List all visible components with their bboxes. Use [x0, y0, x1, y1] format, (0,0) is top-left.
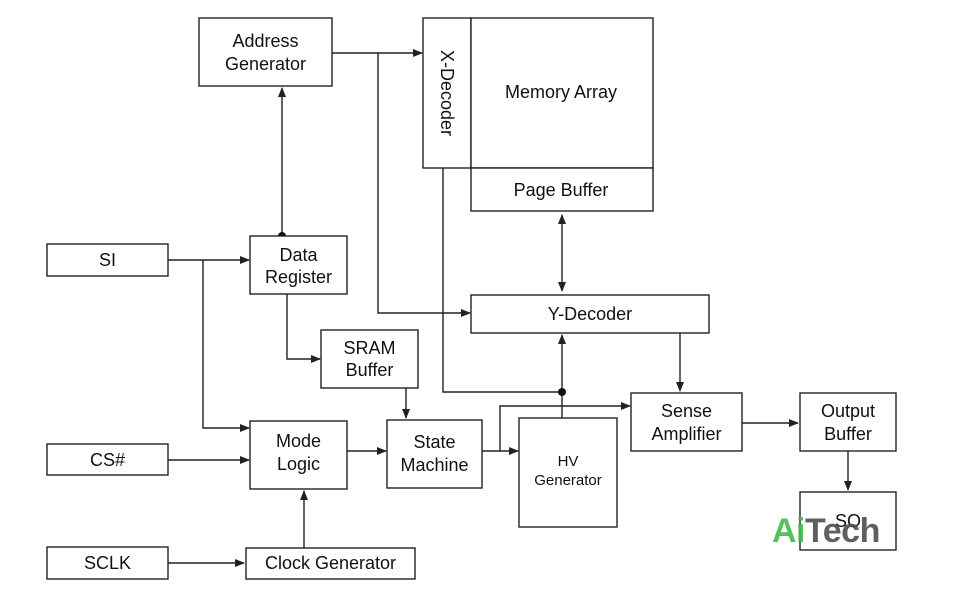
- x-decoder-block: X-Decoder: [422, 17, 472, 169]
- sense-amplifier-label-line1: Sense: [661, 401, 712, 421]
- state-machine-block: State Machine: [386, 419, 483, 489]
- sram-buffer-label-line1: SRAM: [343, 338, 395, 358]
- page-buffer-label: Page Buffer: [514, 180, 609, 200]
- wire-statemachine-senseamp: [499, 402, 631, 451]
- x-decoder-label: X-Decoder: [437, 50, 457, 136]
- clock-generator-label: Clock Generator: [265, 553, 396, 573]
- sense-amplifier-block: Sense Amplifier: [630, 392, 743, 452]
- mode-logic-block: Mode Logic: [249, 420, 348, 490]
- address-generator-label-line1: Address: [232, 31, 298, 51]
- si-block: SI: [46, 243, 169, 277]
- so-block: SO: [799, 491, 897, 551]
- hv-generator-label-line1: HV: [558, 453, 579, 470]
- data-register-block: Data Register: [249, 235, 348, 295]
- state-machine-label-line1: State: [413, 432, 455, 452]
- memory-array-label: Memory Array: [505, 82, 617, 102]
- y-decoder-block: Y-Decoder: [470, 294, 710, 334]
- wire-datareg-sram: [286, 294, 321, 363]
- sram-buffer-block: SRAM Buffer: [320, 329, 419, 389]
- wire-addr-ydecoder: [377, 53, 471, 317]
- data-register-label-line1: Data: [279, 245, 318, 265]
- so-label: SO: [835, 511, 861, 531]
- page-buffer-block: Page Buffer: [470, 167, 654, 212]
- sclk-label: SCLK: [84, 553, 131, 573]
- sense-amplifier-label-line2: Amplifier: [651, 424, 721, 444]
- connections: [168, 49, 852, 567]
- cs-label: CS#: [90, 450, 125, 470]
- y-decoder-label: Y-Decoder: [548, 304, 632, 324]
- address-generator-label-line2: Generator: [225, 54, 306, 74]
- state-machine-label-line2: Machine: [400, 455, 468, 475]
- watermark-part1: Ai: [772, 512, 806, 550]
- watermark-part2: Tech: [805, 512, 880, 550]
- cs-block: CS#: [46, 443, 169, 476]
- clock-generator-block: Clock Generator: [245, 547, 416, 580]
- sclk-block: SCLK: [46, 546, 169, 580]
- si-label: SI: [99, 250, 116, 270]
- address-generator-block: Address Generator: [198, 17, 333, 87]
- output-buffer-label-line2: Buffer: [824, 424, 872, 444]
- mode-logic-label-line2: Logic: [277, 454, 320, 474]
- sram-buffer-label-line2: Buffer: [346, 360, 394, 380]
- hv-generator-label-line2: Generator: [534, 472, 602, 489]
- wire-si-modelogic: [202, 260, 250, 432]
- wire-xdecoder-junction: [442, 168, 562, 393]
- data-register-label-line2: Register: [265, 267, 332, 287]
- output-buffer-block: Output Buffer: [799, 392, 897, 452]
- aitech-watermark-logo: AiTech: [772, 512, 880, 551]
- mode-logic-label-line1: Mode: [276, 431, 321, 451]
- junction-dot: [558, 388, 566, 396]
- hv-generator-block: HV Generator: [518, 417, 618, 528]
- output-buffer-label-line1: Output: [821, 401, 875, 421]
- memory-array-block: Memory Array: [470, 17, 654, 169]
